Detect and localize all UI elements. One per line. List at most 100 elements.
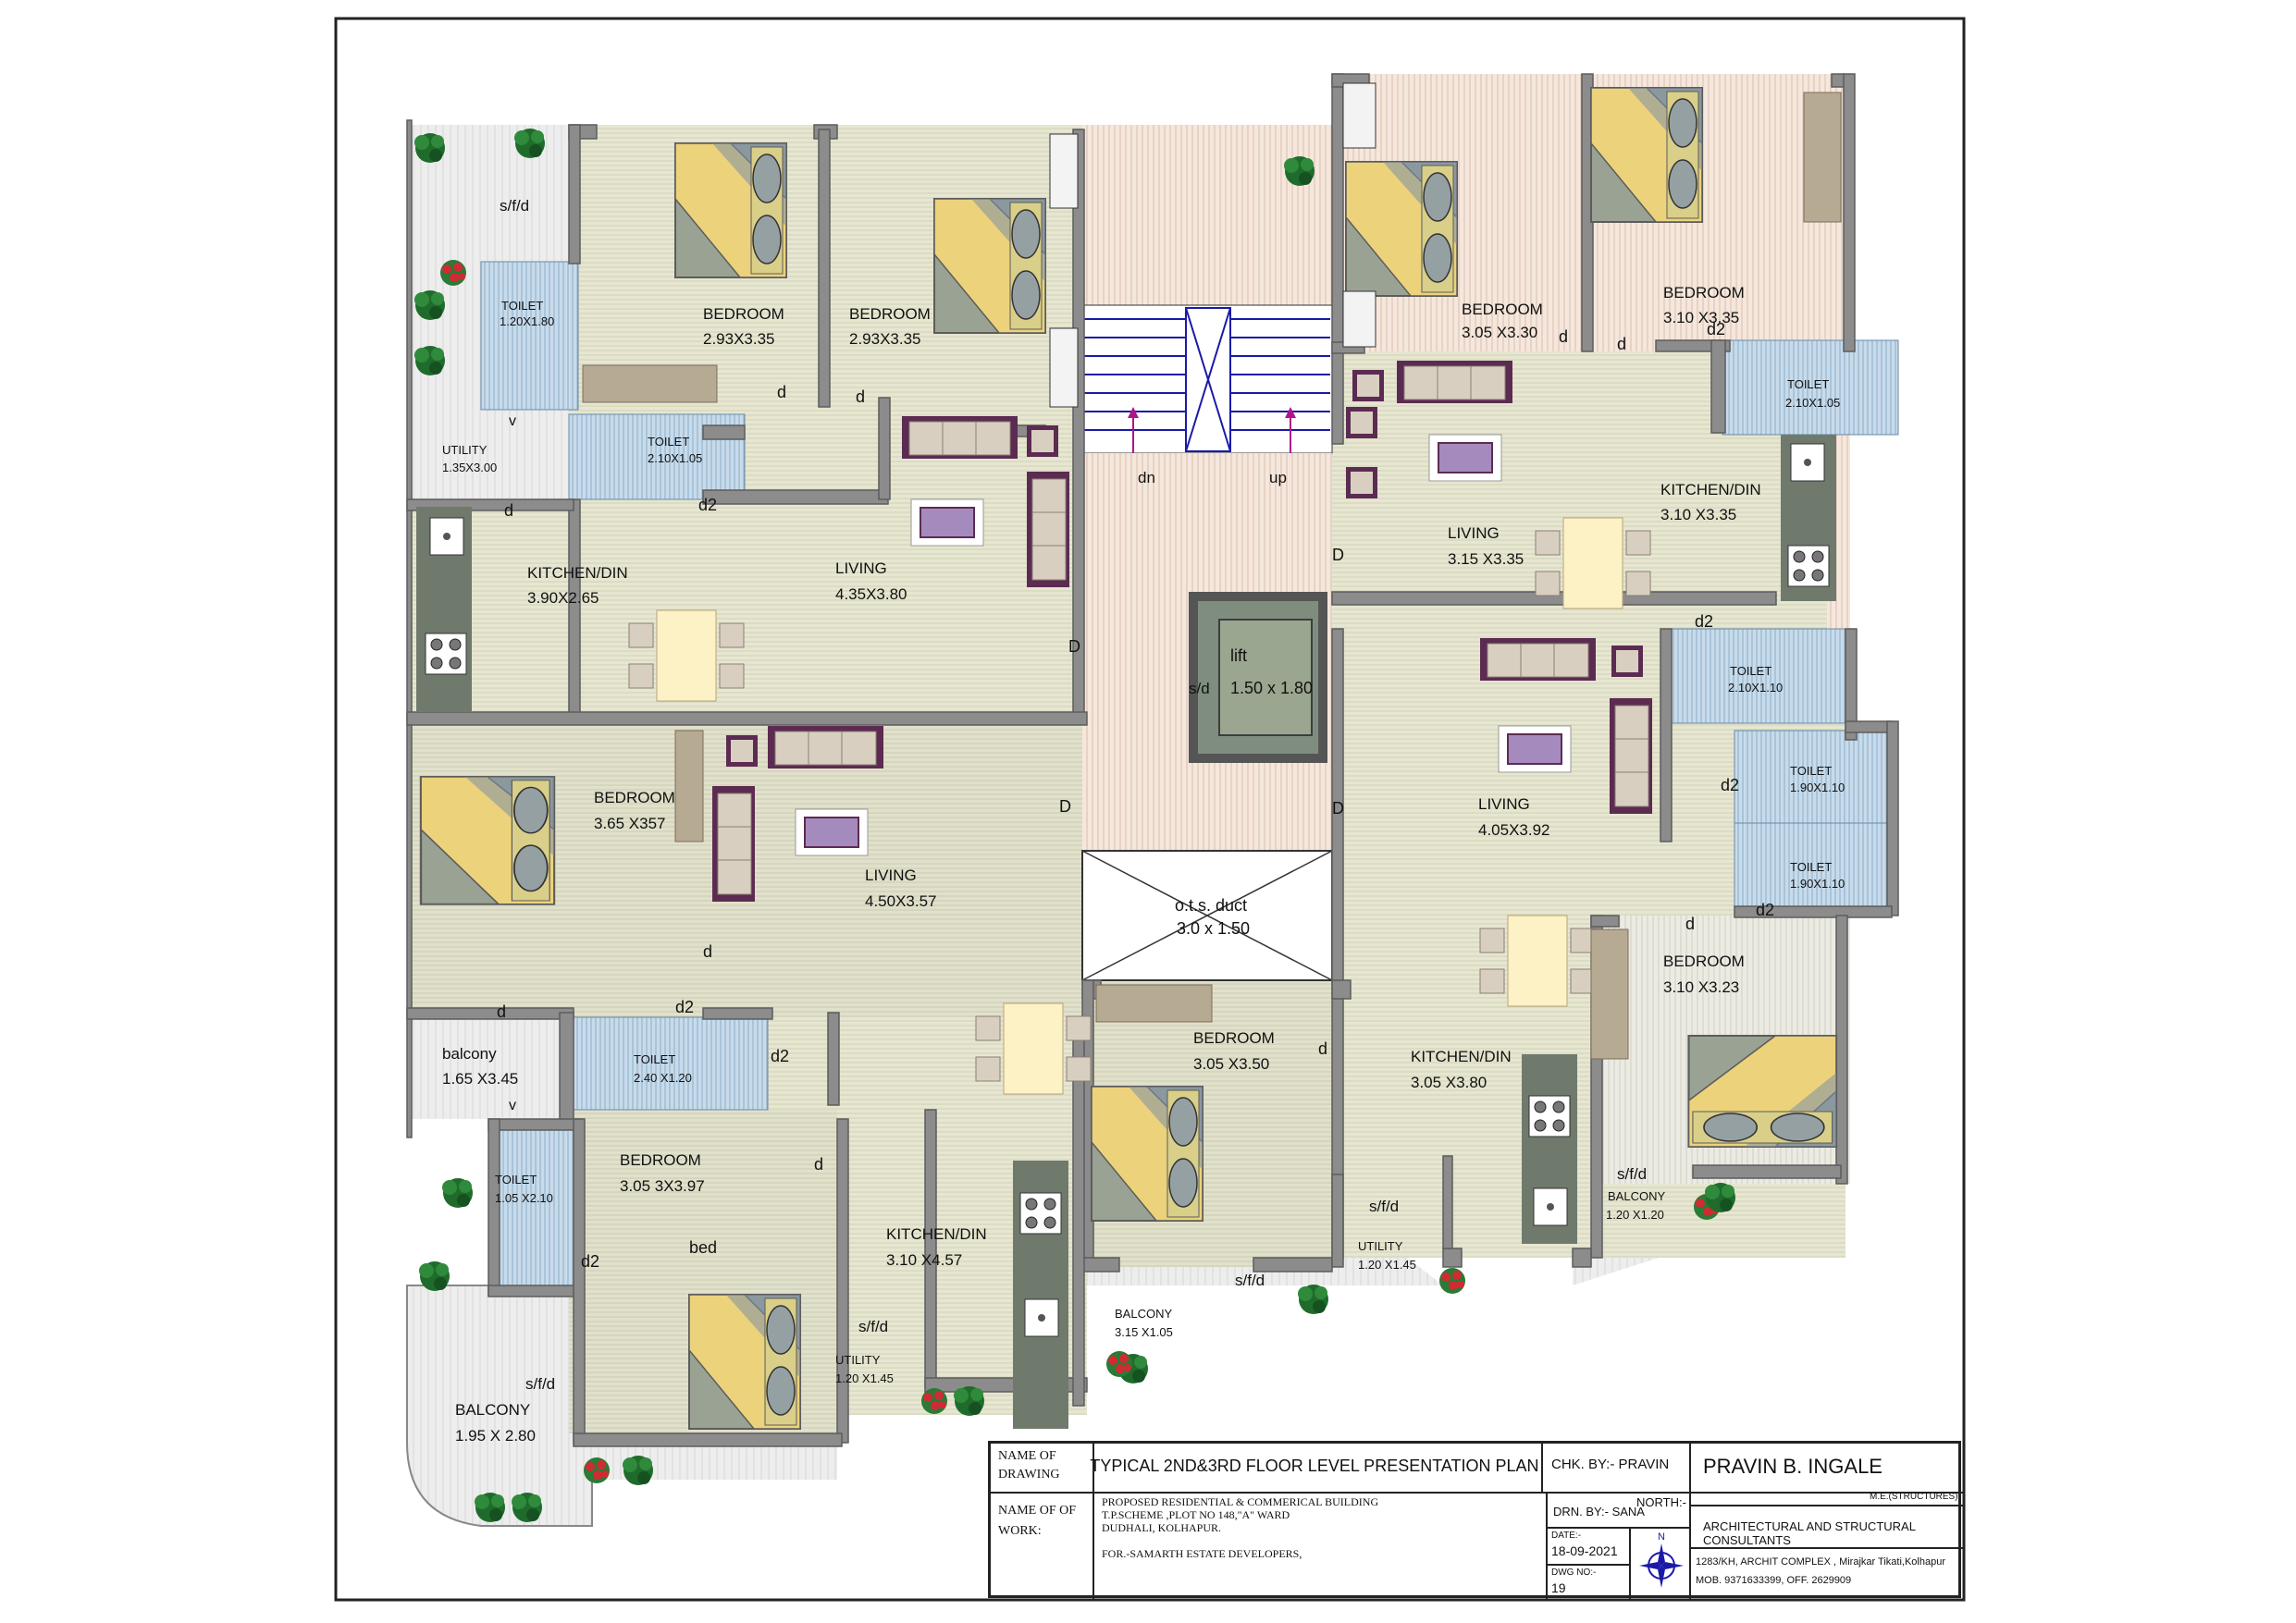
firm-name: ARCHITECTURAL AND STRUCTURAL CONSULTANTS [1703, 1519, 1916, 1547]
stair-down-label: dn [1138, 469, 1155, 486]
sink-icon [429, 517, 464, 556]
room-name: TOILET [1787, 377, 1829, 391]
room-size: 1.90X1.10 [1790, 781, 1845, 794]
title-block: NAME OF DRAWING TYPICAL 2ND&3RD FLOOR LE… [988, 1441, 1964, 1601]
room-size: 4.35X3.80 [835, 585, 907, 603]
room-size: 3.05 X3.30 [1462, 324, 1537, 341]
room-size: 3.10 X3.23 [1663, 978, 1739, 996]
room-size: 2.93X3.35 [849, 330, 921, 348]
work-line-2: T.P.SCHEME ,PLOT NO 148,"A" WARD [1102, 1508, 1290, 1521]
door-tag: d2 [675, 998, 694, 1016]
chair-icon [1346, 467, 1377, 498]
consultant-name: PRAVIN B. INGALE [1703, 1455, 1882, 1478]
sheet-border [334, 17, 1966, 1602]
door-tag: D [1059, 797, 1071, 816]
door-tag: d2 [1707, 320, 1725, 338]
door-tag: s/f/d [1235, 1272, 1265, 1289]
room-size: 3.90X2.65 [527, 589, 599, 607]
room-size: 2.10X1.05 [1785, 396, 1840, 410]
door-tag: s/f/d [858, 1318, 888, 1335]
room-name: BALCONY [455, 1401, 530, 1419]
door-tag: d [856, 387, 865, 406]
door-tag: s/f/d [1617, 1165, 1647, 1183]
door-tag: s/f/d [525, 1375, 555, 1393]
door-tag: s/d [1189, 680, 1210, 697]
room-size: 1.90X1.10 [1790, 877, 1845, 891]
chair-icon [1611, 646, 1643, 677]
door-tag: d2 [1756, 901, 1774, 919]
room-name: KITCHEN/DIN [886, 1225, 987, 1243]
door-tag: d [1318, 1039, 1327, 1058]
door-tag: D [1332, 546, 1344, 564]
tb-col-divider [1629, 1527, 1631, 1601]
room-name: BALCONY [1115, 1307, 1172, 1321]
room-size: 1.20 X1.20 [1606, 1208, 1664, 1222]
room-size: 2.10X1.10 [1728, 681, 1783, 695]
sofa-icon [1026, 471, 1070, 588]
room-name: TOILET [648, 435, 689, 449]
room-name: KITCHEN/DIN [527, 564, 628, 582]
room-name: KITCHEN/DIN [1660, 481, 1761, 498]
tb-col-divider [1092, 1444, 1094, 1601]
chair-icon [1352, 370, 1384, 401]
room-name: BEDROOM [1462, 301, 1543, 318]
room-name: BEDROOM [594, 789, 675, 806]
drawn-by: DRN. BY:- SANA [1553, 1505, 1645, 1518]
room-size: 4.50X3.57 [865, 892, 937, 910]
coffee-table-icon [910, 498, 984, 547]
room-name: balcony [442, 1045, 497, 1063]
room-name: TOILET [501, 299, 543, 313]
tb-col-divider [1541, 1444, 1543, 1492]
door-tag: s/f/d [500, 197, 529, 215]
bed-tag: bed [689, 1238, 717, 1257]
door-tag: v [509, 1098, 516, 1113]
coffee-table-icon [1428, 434, 1502, 482]
room-size: 1.20X1.80 [500, 314, 554, 328]
sofa-icon [1609, 697, 1653, 815]
tb-row-divider [1546, 1527, 1691, 1529]
door-tag: D [1332, 799, 1344, 818]
work-line-3: DUDHALI, KOLHAPUR. [1102, 1521, 1221, 1534]
door-tag: d [1617, 335, 1626, 353]
checked-by: CHK. BY:- PRAVIN [1551, 1457, 1670, 1472]
tb-row-divider [1691, 1505, 1964, 1506]
room-size: 1.20 X1.45 [1358, 1258, 1416, 1272]
sofa-icon [1479, 637, 1597, 682]
room-size: 1.05 X2.10 [495, 1191, 553, 1205]
room-name: BEDROOM [703, 305, 784, 323]
room-size: 2.40 X1.20 [634, 1071, 692, 1085]
stove-icon [1528, 1095, 1571, 1137]
bed-icon [1687, 1034, 1838, 1149]
room-size: 1.35X3.00 [442, 461, 497, 474]
stove-icon [425, 633, 467, 675]
room-size: 1.20 X1.45 [835, 1371, 894, 1385]
tree-icon [1298, 1285, 1328, 1314]
lift-size: 1.50 x 1.80 [1230, 679, 1313, 697]
bed-icon [419, 775, 556, 905]
tb-row-divider [991, 1492, 1964, 1494]
tree-icon [623, 1456, 653, 1485]
room-size: 4.05X3.92 [1478, 821, 1550, 839]
door-tag: d [1685, 915, 1695, 933]
room-size: 1.65 X3.45 [442, 1070, 518, 1088]
room-name: LIVING [835, 559, 887, 577]
room-labels: BEDROOM 2.93X3.35 BEDROOM 2.93X3.35 BEDR… [442, 197, 1845, 1445]
door-tag: d2 [771, 1047, 789, 1065]
door-tag: v [509, 413, 516, 429]
room-name: TOILET [634, 1052, 675, 1066]
firm-address: 1283/KH, ARCHIT COMPLEX , Mirajkar Tikat… [1696, 1556, 1946, 1568]
chair-icon [1346, 407, 1377, 438]
room-name: TOILET [1790, 764, 1832, 778]
tb-col-divider [1689, 1492, 1691, 1601]
coffee-table-icon [795, 808, 869, 856]
room-size: 2.93X3.35 [703, 330, 775, 348]
furniture [416, 82, 1842, 1430]
door-tag: d [814, 1155, 823, 1174]
consultant-qualification: M.E.(STRUCTURES) [1870, 1492, 1958, 1502]
tb-col-divider [1689, 1444, 1691, 1492]
room-name: BEDROOM [620, 1151, 701, 1169]
room-name: TOILET [495, 1173, 537, 1187]
door-tag: d2 [581, 1252, 599, 1271]
room-size: 3.15 X3.35 [1448, 550, 1524, 568]
